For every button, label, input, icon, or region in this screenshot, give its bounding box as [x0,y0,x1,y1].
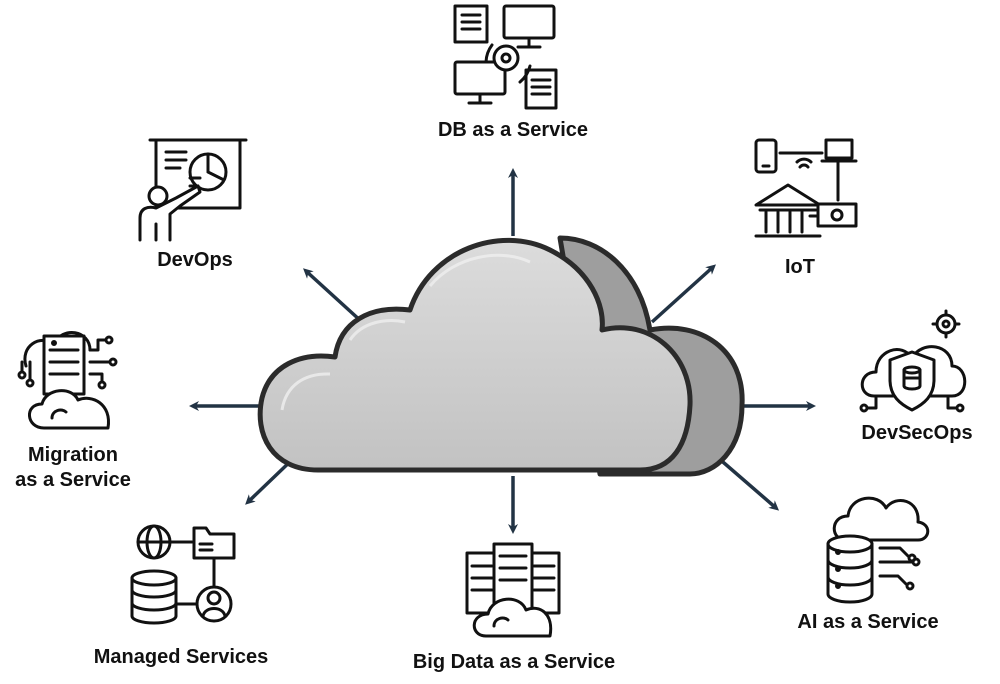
label-devops: DevOps [157,249,233,271]
migration-server-icon [17,331,118,430]
label-migration: Migration [28,444,118,466]
label-managed-services: Managed Services [93,646,269,668]
ai-cloud-database-icon [826,496,930,604]
arrow-iot [650,264,716,324]
label-db-as-a-service: DB as a Service [437,119,589,141]
presentation-board-icon [138,138,248,242]
managed-services-icon [130,524,236,625]
arrow-ai [714,454,780,511]
cloud-body [257,237,693,473]
iot-network-icon [754,138,858,238]
label-as-a-service: as a Service [15,469,131,491]
cloud-shield-icon [859,309,967,413]
label-big-data-as-a-service: Big Data as a Service [412,651,616,673]
label-devsecops: DevSecOps [861,422,973,444]
label-ai-as-a-service: AI as a Service [797,611,939,633]
server-cloud-icon [465,542,561,638]
arrow-devops [303,268,364,324]
database-monitors-icon [453,4,558,110]
label-iot: IoT [785,256,815,278]
cloud-highlight [280,253,531,411]
central-cloud [257,235,745,477]
